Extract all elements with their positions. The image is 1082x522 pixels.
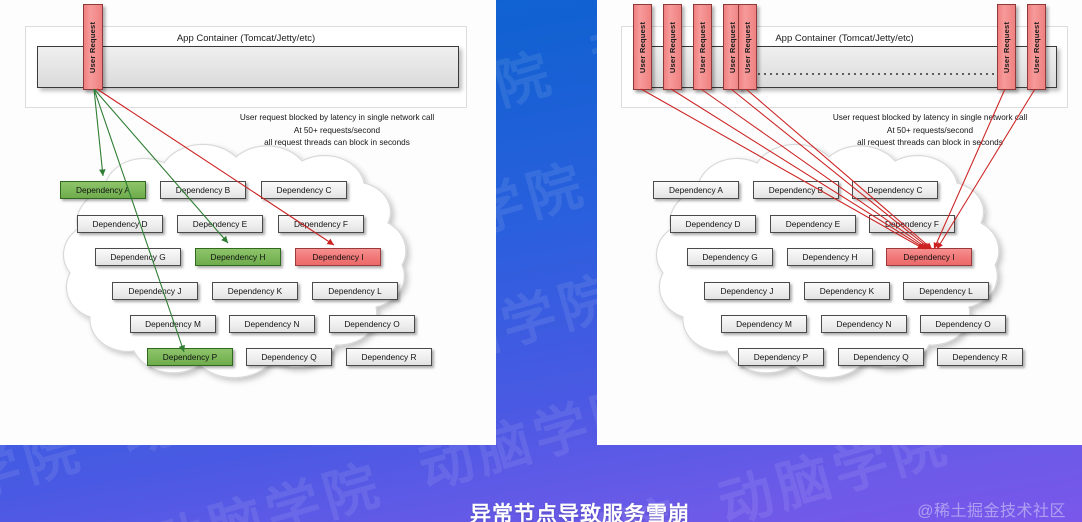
dependency-node[interactable]: Dependency E	[770, 215, 856, 233]
note-line-1: User request blocked by latency in singl…	[239, 113, 435, 122]
user-request-chip: User Request	[663, 4, 682, 90]
dependency-node[interactable]: Dependency L	[312, 282, 398, 300]
user-request-chip: User Request	[83, 4, 103, 90]
note-line-2: At 50+ requests/second	[293, 125, 381, 135]
dependency-node[interactable]: Dependency D	[670, 215, 756, 233]
dependency-node[interactable]: Dependency N	[229, 315, 315, 333]
dependency-node[interactable]: Dependency R	[937, 348, 1023, 366]
dependency-node[interactable]: Dependency P	[738, 348, 824, 366]
user-request-chip: User Request	[693, 4, 712, 90]
user-request-chip: User Request	[997, 4, 1016, 90]
note-line-1: User request blocked by latency in singl…	[832, 113, 1028, 122]
dependency-node[interactable]: Dependency Q	[246, 348, 332, 366]
right-diagram: App Container (Tomcat/Jetty/etc) User Re…	[597, 0, 1082, 445]
dependency-node[interactable]: Dependency H	[195, 248, 281, 266]
note-line-2: At 50+ requests/second	[886, 125, 974, 135]
diagram-panel-right: App Container (Tomcat/Jetty/etc) User Re…	[597, 0, 1082, 445]
diagram-panel-left: App Container (Tomcat/Jetty/etc) User Re…	[0, 0, 496, 445]
dependency-node[interactable]: Dependency M	[721, 315, 807, 333]
dependency-node[interactable]: Dependency B	[160, 181, 246, 199]
dependency-node[interactable]: Dependency K	[212, 282, 298, 300]
user-request-chip: User Request	[738, 4, 757, 90]
slide-caption: 异常节点导致服务雪崩	[470, 503, 690, 522]
app-thread-bar-left	[37, 46, 459, 88]
dependency-node[interactable]: Dependency N	[821, 315, 907, 333]
dependency-node[interactable]: Dependency R	[346, 348, 432, 366]
dependency-node[interactable]: Dependency O	[920, 315, 1006, 333]
dependency-node[interactable]: Dependency D	[77, 215, 163, 233]
dependency-node[interactable]: Dependency P	[147, 348, 233, 366]
dependency-node[interactable]: Dependency E	[177, 215, 263, 233]
dependency-node[interactable]: Dependency G	[687, 248, 773, 266]
dependency-node[interactable]: Dependency Q	[838, 348, 924, 366]
dependency-node[interactable]: Dependency F	[869, 215, 955, 233]
dependency-node[interactable]: Dependency F	[278, 215, 364, 233]
left-diagram: App Container (Tomcat/Jetty/etc) User Re…	[0, 0, 496, 445]
dependency-node[interactable]: Dependency G	[95, 248, 181, 266]
thread-ellipsis-dots	[750, 73, 1000, 75]
dependency-node[interactable]: Dependency B	[753, 181, 839, 199]
dependency-node[interactable]: Dependency H	[787, 248, 873, 266]
dependency-node[interactable]: Dependency C	[261, 181, 347, 199]
latency-note-left: User request blocked by latency in singl…	[202, 112, 472, 150]
dependency-node[interactable]: Dependency I	[295, 248, 381, 266]
user-request-chip: User Request	[633, 4, 652, 90]
note-line-3: all request threads can block in seconds	[264, 138, 410, 147]
app-container-title-right: App Container (Tomcat/Jetty/etc)	[775, 33, 914, 44]
dependency-node[interactable]: Dependency O	[329, 315, 415, 333]
dependency-node[interactable]: Dependency I	[886, 248, 972, 266]
dependency-node[interactable]: Dependency K	[804, 282, 890, 300]
dependency-node[interactable]: Dependency L	[903, 282, 989, 300]
app-container-title-left: App Container (Tomcat/Jetty/etc)	[176, 33, 316, 44]
dependency-node[interactable]: Dependency J	[112, 282, 198, 300]
dependency-node[interactable]: Dependency M	[130, 315, 216, 333]
community-watermark: @稀土掘金技术社区	[917, 503, 1066, 520]
dependency-node[interactable]: Dependency J	[704, 282, 790, 300]
dependency-node[interactable]: Dependency C	[852, 181, 938, 199]
user-request-chip: User Request	[1027, 4, 1046, 90]
dependency-node[interactable]: Dependency A	[60, 181, 146, 199]
dependency-node[interactable]: Dependency A	[653, 181, 739, 199]
